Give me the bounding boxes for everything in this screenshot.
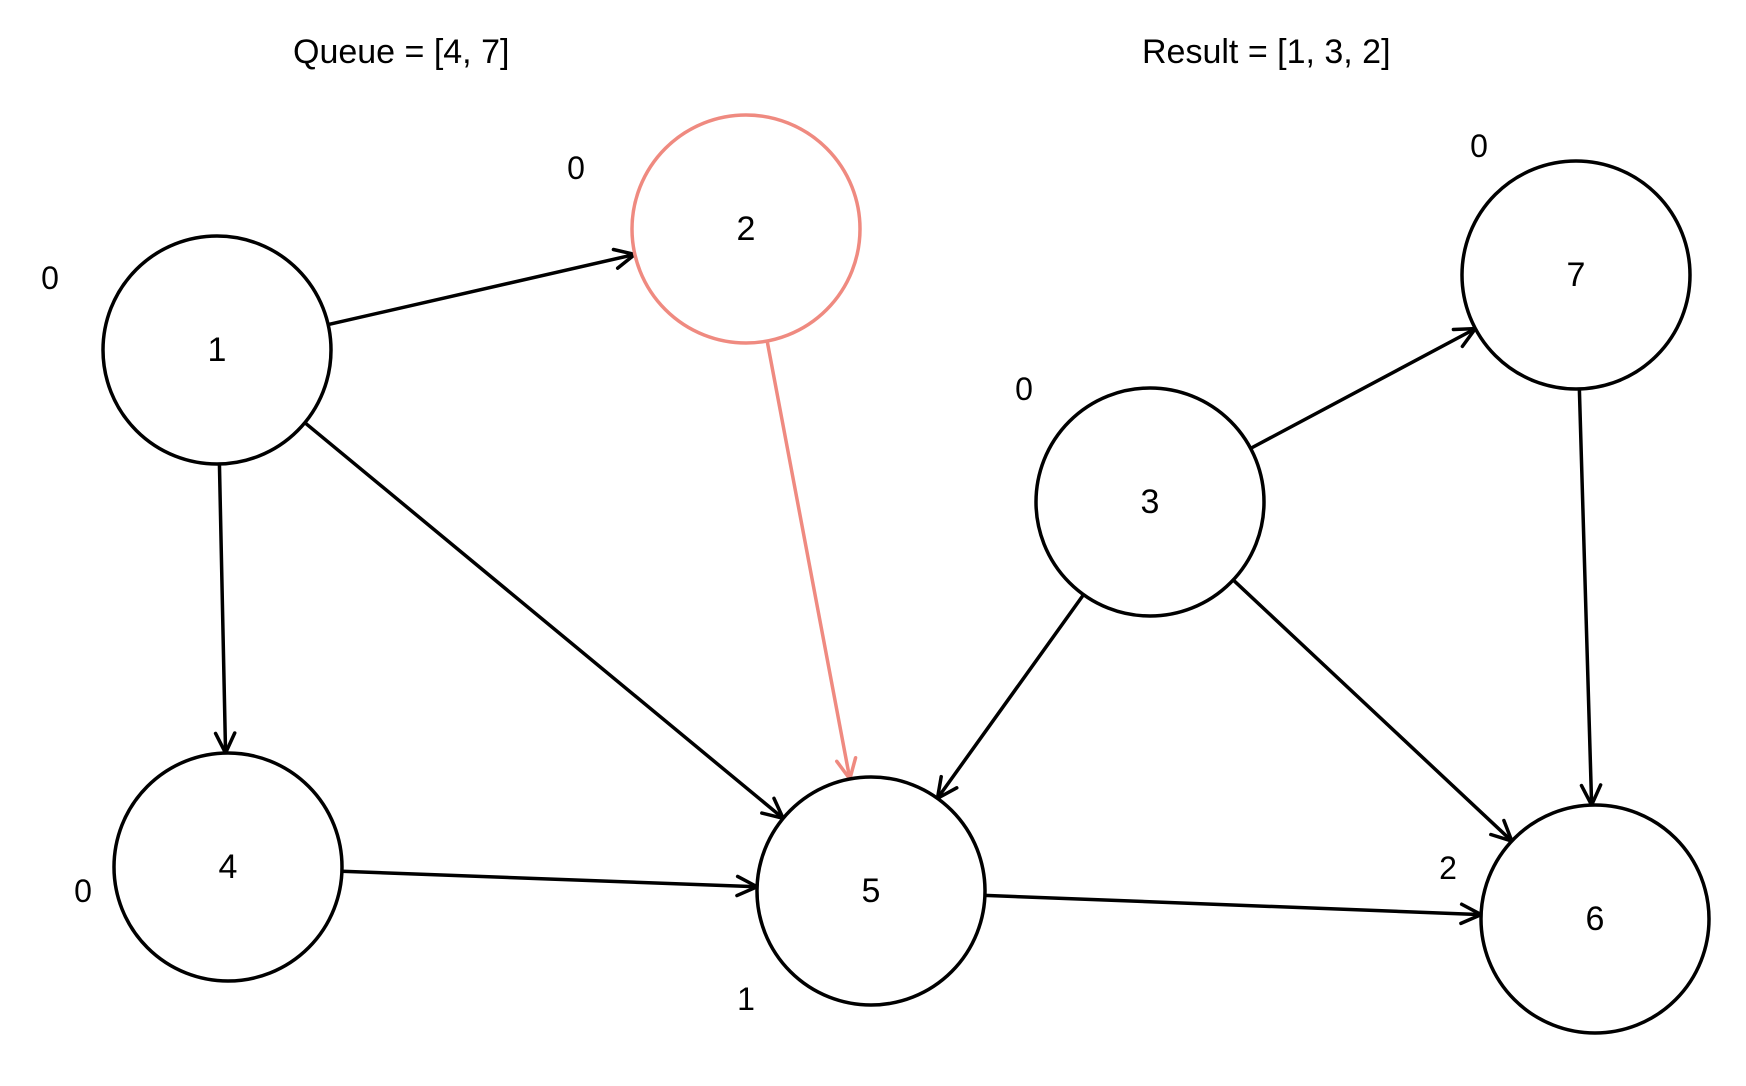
edge-4-to-5: [340, 869, 759, 898]
node-circle: [755, 775, 987, 1007]
edge-line: [765, 339, 852, 781]
edge-1-to-5: [303, 420, 785, 821]
node-7: 70: [1460, 128, 1692, 391]
node-circle: [630, 113, 862, 345]
edge-line: [1577, 387, 1594, 807]
edge-line: [1231, 578, 1514, 843]
node-label: 2: [737, 210, 756, 248]
edge-5-to-6: [983, 893, 1483, 926]
edge-line: [983, 893, 1483, 917]
node-4: 40: [74, 751, 344, 983]
node-circle: [1479, 803, 1711, 1035]
edge-line: [1248, 326, 1478, 451]
result-label: Result = [1, 3, 2]: [1142, 33, 1391, 71]
edge-line: [217, 462, 228, 755]
node-3: 30: [1015, 371, 1266, 618]
node-label: 5: [862, 872, 881, 910]
node-circle: [101, 234, 333, 466]
queue-label: Queue = [4, 7]: [293, 33, 509, 71]
node-circle: [1034, 386, 1266, 618]
node-circle: [112, 751, 344, 983]
edge-line: [326, 252, 637, 327]
node-2: 20: [567, 113, 862, 345]
edges-layer: [213, 247, 1603, 926]
edge-7-to-6: [1577, 387, 1603, 807]
in-degree-label: 0: [567, 150, 585, 186]
node-label: 6: [1586, 900, 1605, 938]
in-degree-label: 0: [41, 260, 59, 296]
node-6: 62: [1439, 803, 1711, 1035]
edge-3-to-5: [935, 592, 1086, 801]
node-label: 4: [219, 848, 238, 886]
in-degree-label: 1: [737, 981, 755, 1017]
in-degree-label: 0: [1015, 371, 1033, 407]
edge-1-to-4: [213, 462, 237, 755]
edge-2-to-5: [765, 339, 858, 781]
in-degree-label: 0: [74, 873, 92, 909]
edge-line: [935, 592, 1086, 801]
node-label: 7: [1567, 256, 1586, 294]
node-1: 10: [41, 234, 333, 466]
node-circle: [1460, 159, 1692, 391]
edge-3-to-7: [1248, 326, 1478, 451]
node-5: 51: [737, 775, 987, 1017]
node-label: 1: [208, 331, 227, 369]
edge-line: [303, 420, 785, 821]
in-degree-label: 2: [1439, 850, 1457, 886]
edge-1-to-2: [326, 247, 637, 327]
in-degree-label: 0: [1470, 128, 1488, 164]
node-label: 3: [1141, 483, 1160, 521]
edge-3-to-6: [1231, 578, 1514, 843]
edge-line: [340, 869, 759, 889]
